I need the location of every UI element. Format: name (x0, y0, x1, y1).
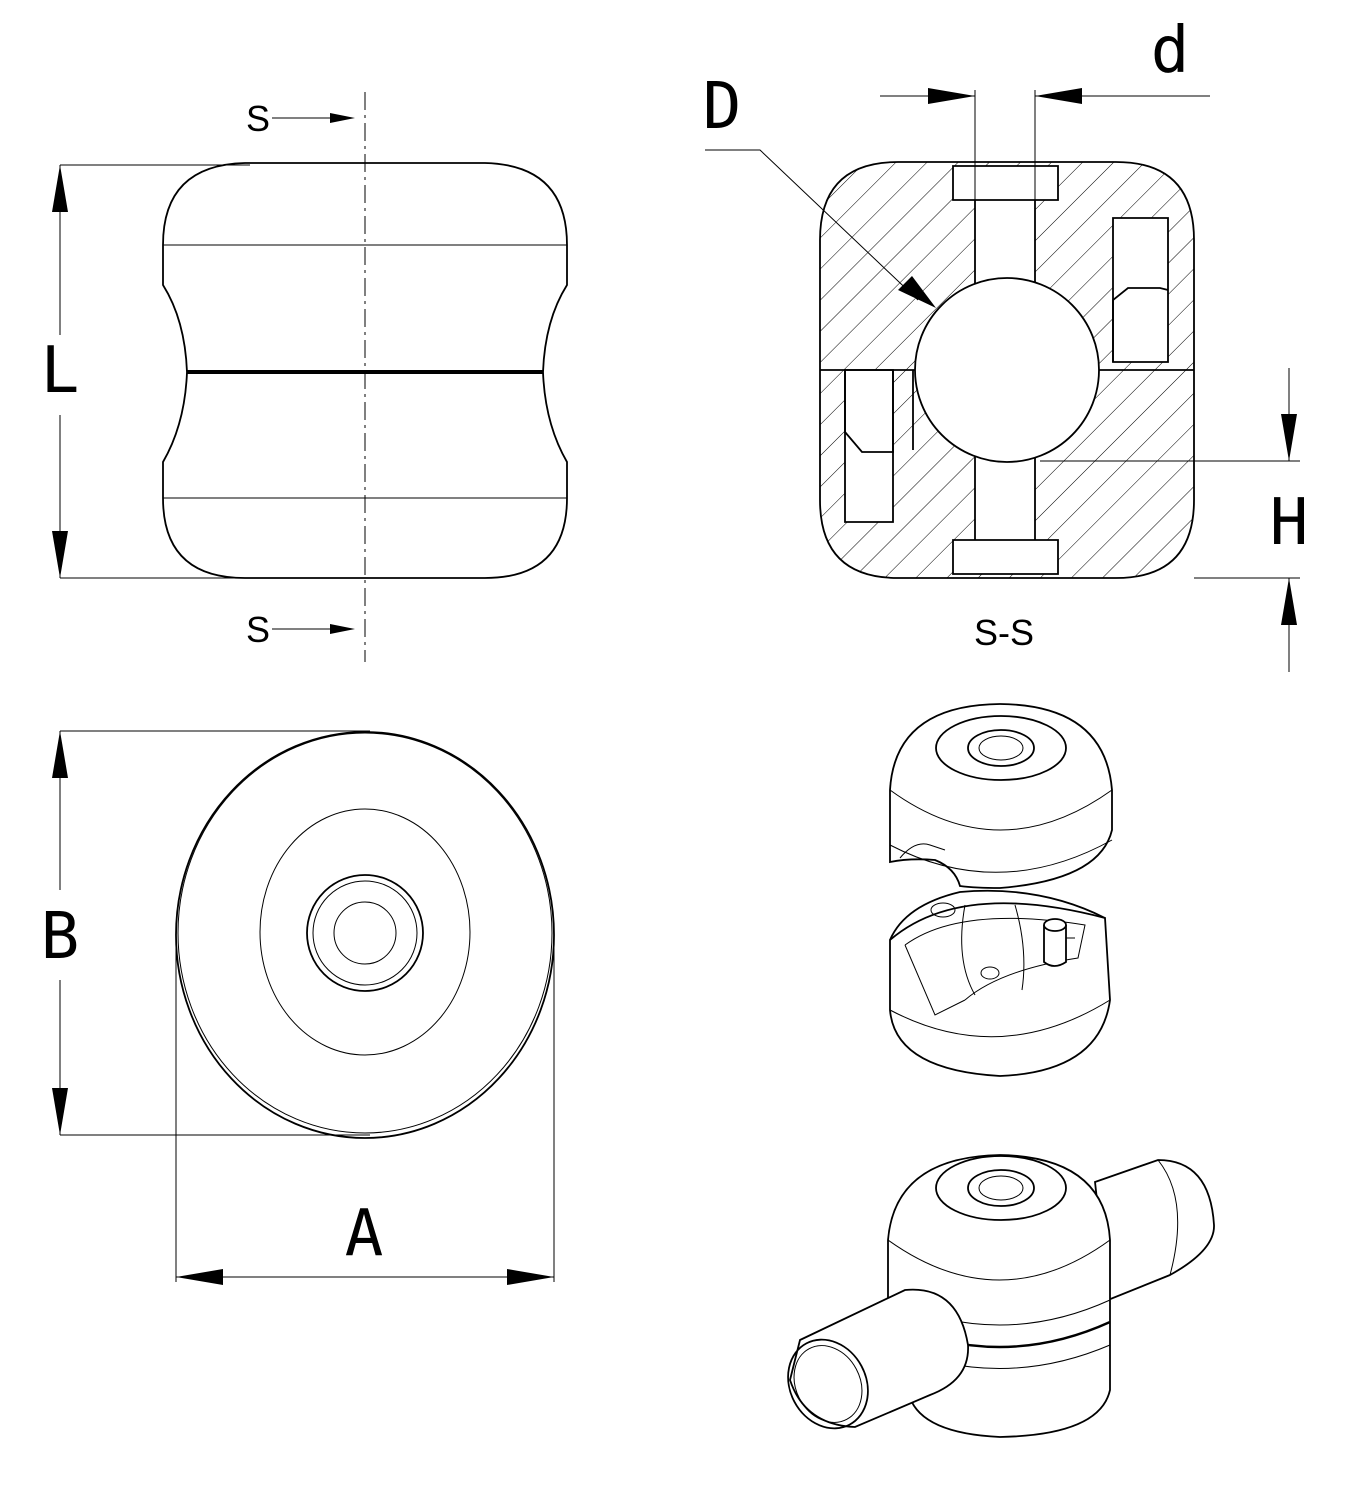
svg-text:S: S (246, 609, 270, 650)
dimension-d: d (880, 14, 1210, 200)
dim-label-L: L (41, 334, 80, 408)
iso-assembled-view (787, 1154, 1215, 1438)
dim-label-D: D (703, 70, 742, 144)
dim-label-H: H (1270, 486, 1309, 560)
dim-label-A: A (345, 1197, 384, 1271)
dimension-L: L (41, 165, 80, 578)
section-title: S-S (974, 612, 1034, 653)
dimension-A: A (176, 1197, 554, 1285)
section-marker-top: S (246, 98, 355, 139)
dim-label-d: d (1151, 14, 1190, 88)
dimension-H: H (1040, 368, 1308, 672)
svg-text:S: S (246, 98, 270, 139)
dim-label-B: B (41, 900, 80, 974)
top-view: B A (41, 730, 555, 1285)
section-view: D d H S-S (703, 14, 1308, 672)
iso-exploded-view (889, 703, 1113, 1077)
dimension-B: B (41, 731, 80, 1135)
dimension-D: D (703, 70, 936, 308)
section-marker-bottom: S (246, 609, 355, 650)
front-view: L S S (41, 92, 568, 662)
